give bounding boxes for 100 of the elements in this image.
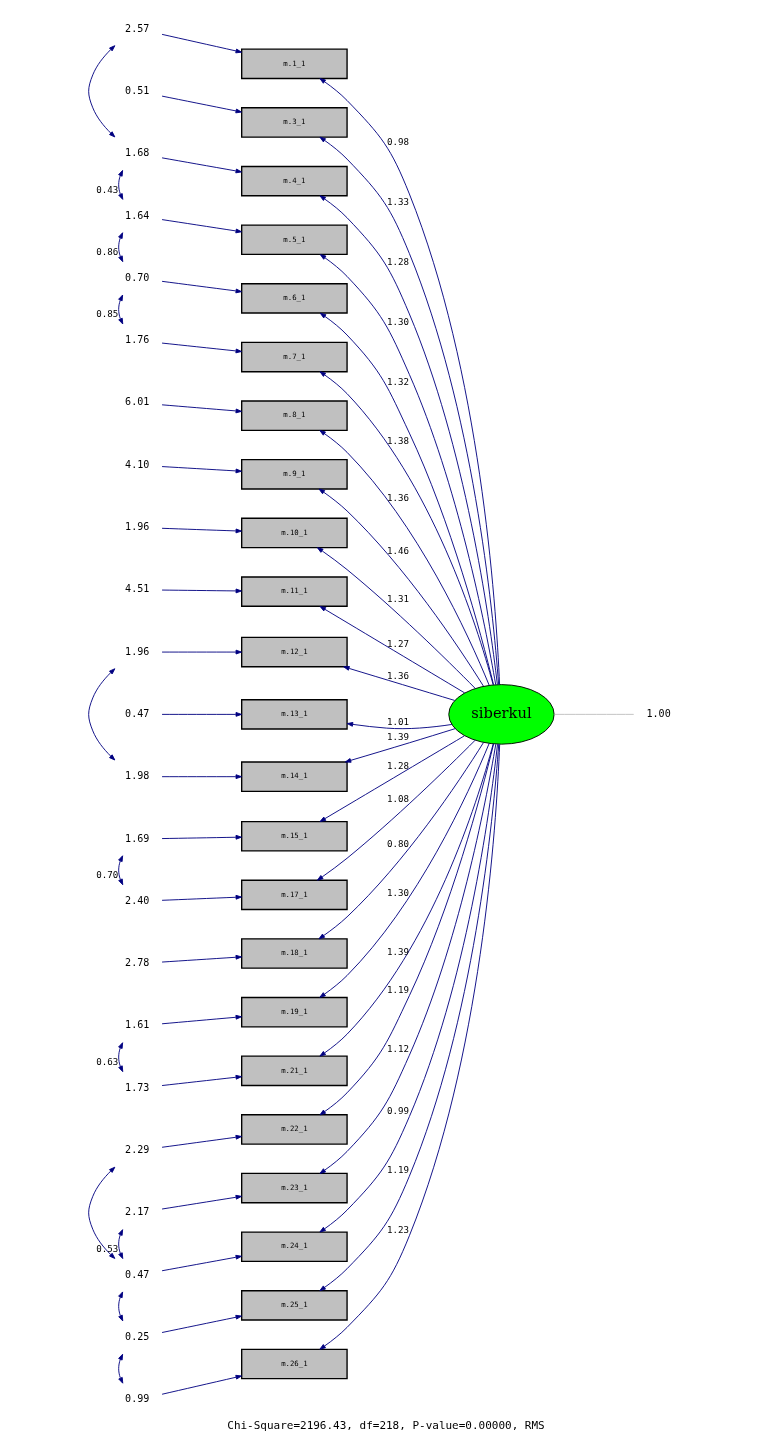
- node-text: 2.29: [125, 1144, 150, 1156]
- arrow: [161, 342, 242, 354]
- arrow: [161, 712, 242, 717]
- node-text: 1.61: [125, 1019, 150, 1031]
- node-box: m.1_1: [241, 48, 348, 80]
- node-box: m.21_1: [241, 1055, 348, 1087]
- edge-label: 1.30: [386, 315, 409, 327]
- edge-label: 1.31: [386, 592, 409, 604]
- node-text: 1.00: [646, 707, 671, 719]
- node-box: m.17_1: [241, 879, 348, 911]
- arrow: [161, 527, 242, 534]
- node-text: 0.99: [125, 1393, 150, 1405]
- node-box: m.10_1: [241, 517, 348, 549]
- node-box: m.4_1: [241, 165, 348, 197]
- edge-label: 1.28: [386, 760, 409, 772]
- edge-label: 1.01: [386, 716, 409, 728]
- arrow: [161, 774, 242, 780]
- arrow: [319, 742, 490, 998]
- arrow: [319, 371, 494, 686]
- arrow: [161, 404, 242, 414]
- edge-label: 0.63: [96, 1055, 119, 1067]
- node-text: 1.68: [125, 147, 150, 159]
- arrow: [118, 294, 124, 325]
- node-box: m.12_1: [241, 636, 348, 668]
- edge-label: 0.98: [386, 136, 409, 148]
- edge-label: 0.99: [386, 1104, 409, 1116]
- node-text: 0.25: [125, 1331, 150, 1343]
- node-ellipse: siberkul: [448, 684, 555, 745]
- arrow: [161, 954, 242, 963]
- node-box: m.3_1: [241, 107, 348, 138]
- connector: [554, 713, 635, 715]
- node-text: 1.64: [125, 209, 150, 221]
- arrow: [317, 739, 476, 881]
- node-box: m.13_1: [241, 699, 348, 730]
- node-box: m.22_1: [241, 1114, 348, 1145]
- node-text: 4.51: [125, 583, 150, 595]
- node-box: m.18_1: [241, 938, 348, 969]
- edge-label: 0.43: [96, 183, 119, 195]
- arrow: [161, 649, 242, 655]
- node-box: m.19_1: [241, 996, 348, 1028]
- arrow: [161, 588, 242, 594]
- node-box: m.9_1: [241, 458, 348, 490]
- node-box: m.7_1: [241, 341, 348, 373]
- arrow: [343, 666, 456, 701]
- node-text: 0.70: [125, 271, 150, 283]
- arrow: [88, 668, 116, 761]
- node-text: 1.69: [125, 832, 150, 844]
- node-text: 2.57: [125, 22, 150, 34]
- arrow: [318, 742, 484, 940]
- edge-label: 1.33: [386, 195, 409, 207]
- node-box: m.6_1: [241, 283, 348, 314]
- node-text: 1.76: [125, 334, 150, 346]
- arrow: [118, 1042, 124, 1073]
- edge-label: 1.36: [386, 491, 409, 503]
- edge-label: 1.39: [386, 731, 409, 743]
- arrow: [161, 95, 242, 114]
- caption: Chi-Square=2196.43, df=218, P-value=0.00000, RMS: [227, 1418, 545, 1432]
- arrow: [319, 430, 490, 686]
- node-box: m.24_1: [241, 1231, 348, 1263]
- arrow: [118, 1291, 124, 1322]
- arrow: [161, 1074, 242, 1086]
- arrow: [161, 894, 242, 901]
- node-box: m.5_1: [241, 224, 348, 256]
- edge-label: 1.32: [386, 376, 409, 388]
- node-text: 2.17: [125, 1206, 150, 1218]
- edge-label: 1.27: [386, 637, 409, 649]
- node-text: 1.98: [125, 770, 150, 782]
- node-text: 6.01: [125, 396, 150, 408]
- node-box: m.8_1: [241, 400, 348, 431]
- edge-label: 1.28: [386, 255, 409, 267]
- node-box: m.11_1: [241, 576, 348, 607]
- edge-label: 1.30: [386, 886, 409, 898]
- node-text: 2.40: [125, 894, 150, 906]
- arrow: [318, 488, 484, 687]
- node-box: m.25_1: [241, 1290, 348, 1321]
- node-text: 1.96: [125, 645, 150, 657]
- edge-label: 1.36: [386, 669, 409, 681]
- arrow: [319, 735, 465, 822]
- arrow: [317, 547, 476, 689]
- node-text: 0.47: [125, 707, 150, 719]
- edge-label: 0.80: [386, 838, 409, 850]
- edge-label: 1.23: [386, 1223, 409, 1235]
- arrow: [161, 466, 242, 474]
- arrow: [118, 169, 124, 200]
- edge-label: 1.19: [386, 983, 409, 995]
- edge-label: 0.86: [96, 245, 119, 257]
- node-text: 0.51: [125, 84, 150, 96]
- arrow: [161, 280, 242, 294]
- arrow: [161, 834, 242, 840]
- arrow: [88, 45, 116, 138]
- arrow: [161, 219, 242, 234]
- arrow: [161, 1254, 242, 1272]
- edge-label: 1.08: [386, 793, 409, 805]
- node-text: 0.47: [125, 1268, 150, 1280]
- arrow: [118, 1229, 124, 1260]
- edge-label: 1.12: [386, 1043, 409, 1055]
- arrow: [161, 1374, 242, 1395]
- edge-label: 1.46: [386, 545, 409, 557]
- arrow: [118, 855, 124, 886]
- edge-label: 1.38: [386, 435, 409, 447]
